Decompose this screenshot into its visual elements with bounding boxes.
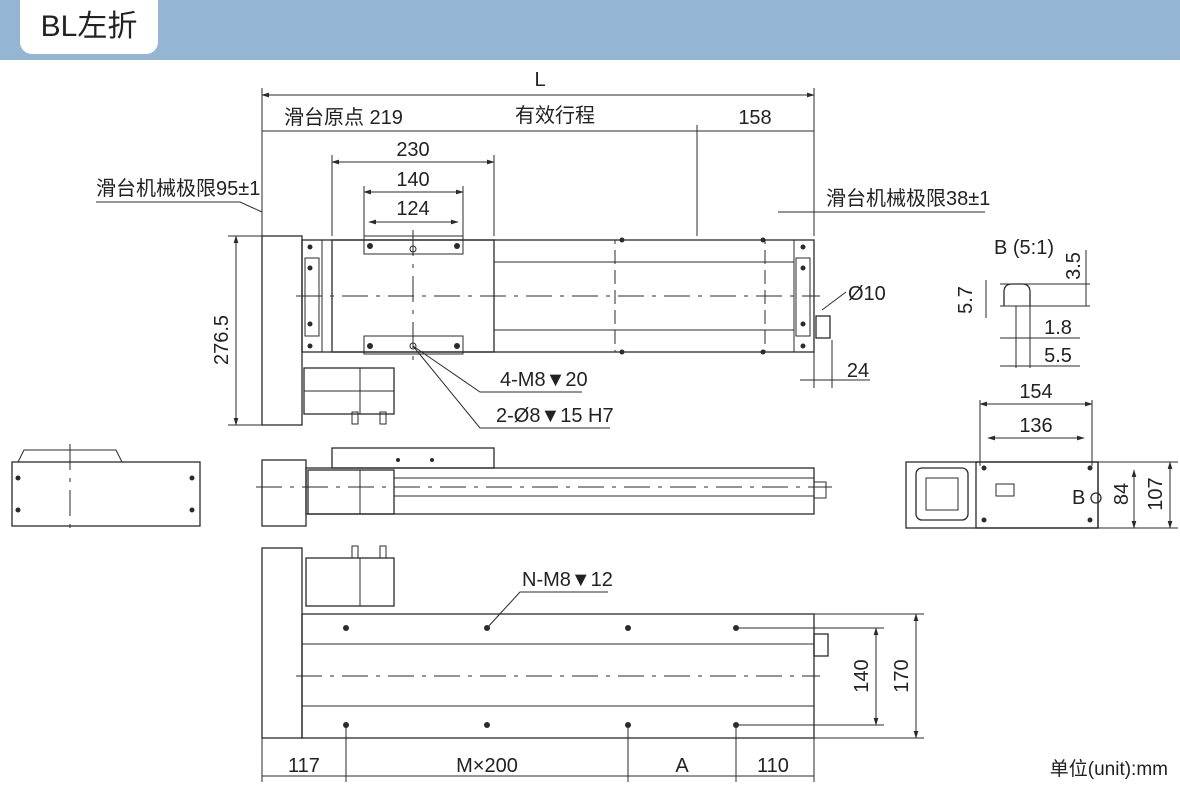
right-end-view: 154 136 B 84 107 [905, 381, 1178, 529]
dim-limit-right: 滑台机械极限38±1 [826, 187, 990, 210]
dim-m8-20: 4-M8▼20 [500, 369, 588, 391]
dim-276: 276.5 [211, 315, 233, 365]
dim-limit-left: 滑台机械极限95±1 [96, 177, 260, 200]
dim-origin: 滑台原点 219 [284, 106, 403, 129]
dim-124: 124 [396, 198, 429, 220]
dim-117: 117 [288, 755, 320, 777]
dim-230: 230 [396, 139, 429, 161]
dim-136: 136 [1019, 415, 1052, 437]
dim-5.5: 5.5 [1044, 345, 1072, 367]
dim-5.7: 5.7 [955, 286, 977, 314]
top-view: L 滑台原点 219 有效行程 158 230 140 124 滑台机械极限95… [96, 69, 990, 429]
header-band [0, 0, 1180, 60]
dim-phi10: Ø10 [848, 283, 886, 305]
dim-170: 170 [891, 659, 913, 692]
dim-84: 84 [1111, 483, 1133, 505]
dim-1.8: 1.8 [1044, 317, 1072, 339]
dim-158: 158 [738, 107, 771, 129]
left-end-view [11, 444, 201, 532]
label-B: B [1072, 487, 1085, 509]
bottom-view: N-M8▼12 140 170 117 M×200 A 110 [261, 545, 924, 782]
dim-A: A [675, 755, 689, 777]
dim-stroke: 有效行程 [515, 104, 595, 127]
dim-L: L [534, 69, 545, 91]
unit-label: 单位(unit):mm [1049, 759, 1168, 780]
page-title: BL左折 [20, 0, 158, 54]
dim-3.5: 3.5 [1063, 252, 1085, 280]
dim-140-top: 140 [396, 169, 429, 191]
detail-b: B (5:1) 5.7 3.5 1.8 5.5 [955, 237, 1090, 368]
dim-24: 24 [847, 360, 869, 382]
dim-110: 110 [757, 755, 789, 777]
front-view [256, 447, 832, 527]
detail-title: B (5:1) [994, 237, 1054, 259]
dim-107: 107 [1145, 477, 1167, 510]
dim-nm8: N-M8▼12 [522, 569, 613, 591]
dim-140-side: 140 [851, 659, 873, 692]
dim-phi8: 2-Ø8▼15 H7 [496, 405, 614, 427]
dim-mx200: M×200 [456, 755, 518, 777]
dim-154: 154 [1019, 381, 1052, 403]
